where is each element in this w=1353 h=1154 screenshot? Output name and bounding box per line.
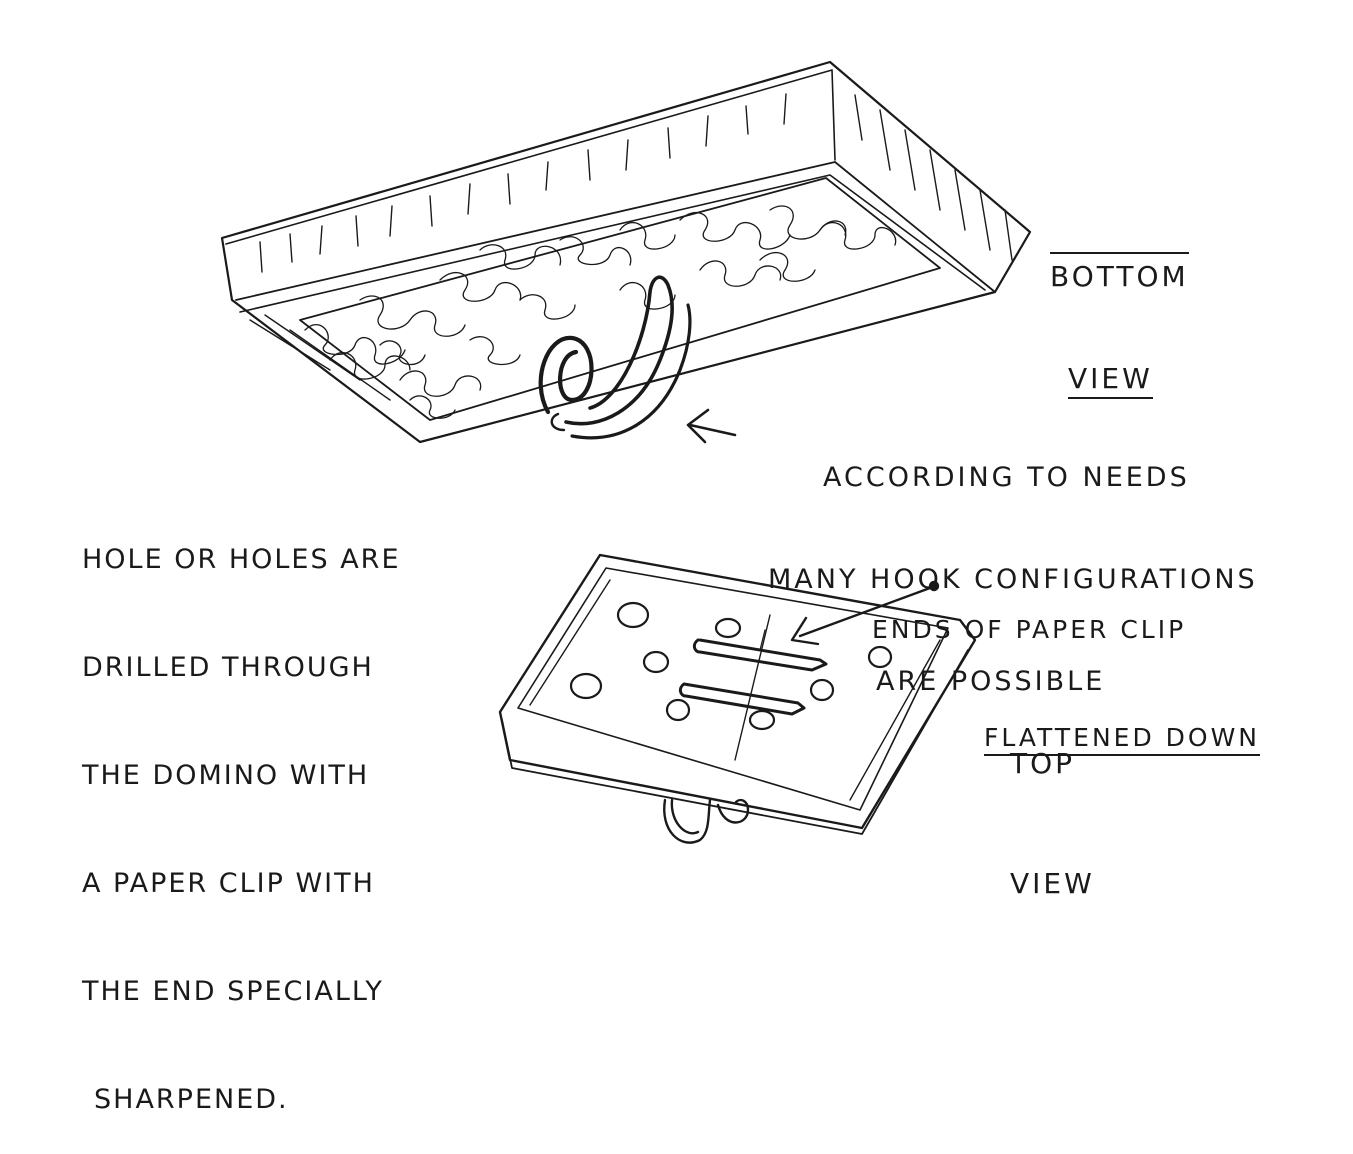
hole-note-line-3: THE DOMINO WITH — [82, 760, 370, 791]
hole-note-line-4: A PAPER CLIP WITH — [82, 868, 375, 899]
hook-note-line-1: ACCORDING TO NEEDS — [823, 462, 1190, 493]
top-view-line-2: VIEW — [1010, 867, 1095, 900]
hole-note-line-5: THE END SPECIALLY — [82, 976, 384, 1007]
ends-note: ENDS OF PAPER CLIP FLATTENED DOWN — [872, 540, 1260, 792]
ends-note-line-2-text: FLATTENED DOWN — [984, 723, 1260, 756]
hole-note: HOLE OR HOLES ARE DRILLED THROUGH THE DO… — [82, 470, 401, 1154]
ends-note-line-1: ENDS OF PAPER CLIP — [872, 615, 1187, 644]
domino-pips — [569, 601, 893, 731]
flattened-clip-ends — [678, 638, 828, 716]
hole-note-line-6: SHARPENED. — [94, 1084, 289, 1115]
top-view-label: TOP VIEW — [1010, 664, 1095, 944]
hole-note-line-2: DRILLED THROUGH — [82, 652, 374, 683]
paper-clip-hook — [538, 275, 692, 440]
hook-note-line-2: MANY HOOK CONFIGURATIONS — [768, 564, 1258, 595]
hook-underneath — [663, 798, 750, 844]
top-view-domino — [498, 553, 977, 844]
ends-note-line-2: FLATTENED DOWN — [872, 720, 1260, 756]
hook-arrow — [686, 408, 737, 444]
hook-note-line-3: ARE POSSIBLE — [876, 666, 1106, 697]
ends-pointer — [790, 580, 940, 646]
hole-note-line-1: HOLE OR HOLES ARE — [82, 544, 401, 575]
bottom-view-line-2-text: VIEW — [1068, 362, 1153, 399]
top-view-line-1: TOP — [1010, 747, 1076, 780]
bottom-view-domino — [220, 60, 1032, 444]
domino-hook-sketch — [220, 60, 1032, 844]
hook-note: ACCORDING TO NEEDS MANY HOOK CONFIGURATI… — [768, 393, 1258, 733]
bottom-view-label: BOTTOM VIEW — [1050, 184, 1189, 430]
bottom-view-line-2: VIEW — [1050, 362, 1189, 399]
bottom-view-line-1: BOTTOM — [1050, 252, 1189, 294]
